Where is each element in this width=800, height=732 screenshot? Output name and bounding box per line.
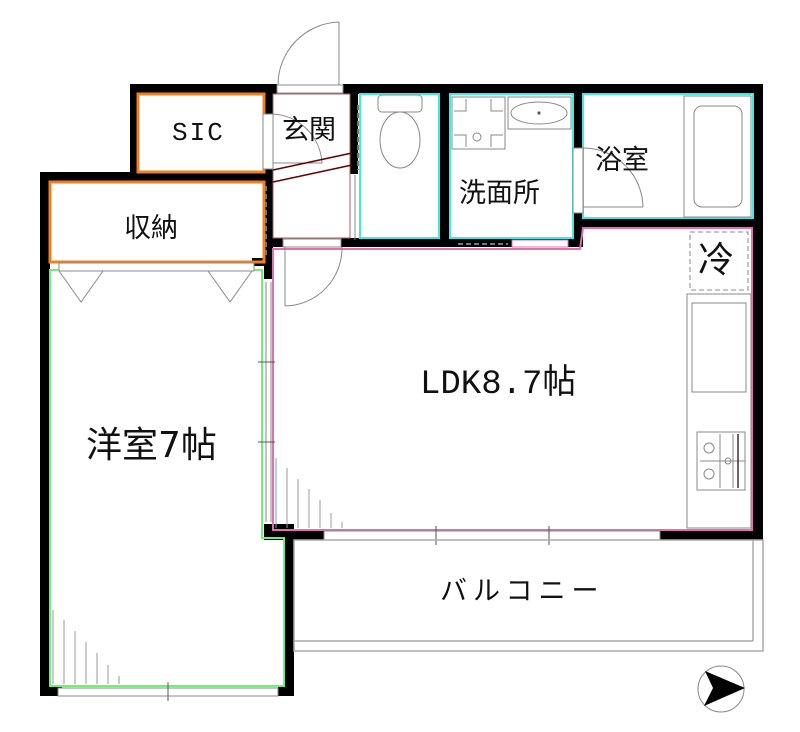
kitchen-counter-icon xyxy=(686,293,752,529)
room-label-shuno: 収納 xyxy=(124,213,178,244)
yoshitsu-border xyxy=(49,269,285,687)
room-label-sic: SIC xyxy=(172,118,225,148)
balcony-outline xyxy=(293,539,764,652)
room-label-senmenjo: 洗面所 xyxy=(459,178,540,209)
shuno-border xyxy=(48,180,266,264)
room-label-genkan: 玄関 xyxy=(282,115,336,146)
room-label-ldk: LDK8.7帖 xyxy=(420,366,577,404)
hatching xyxy=(52,458,343,684)
toilet-bowl-icon xyxy=(379,111,421,169)
room-label-refrigerator: 冷 xyxy=(698,240,735,281)
sink-icon xyxy=(691,302,747,393)
refrigerator-space-icon xyxy=(689,231,749,291)
walls xyxy=(40,84,763,696)
toilet-tank-icon xyxy=(377,94,423,113)
doors xyxy=(57,21,661,701)
bathtub-icon xyxy=(683,95,752,218)
room-label-yokushitsu: 浴室 xyxy=(595,145,649,176)
washbasin-icon xyxy=(507,96,572,130)
north-arrow-icon xyxy=(697,665,745,713)
room-label-yoshitsu: 洋室7帖 xyxy=(86,425,217,466)
fixtures xyxy=(293,94,764,652)
ldk-border xyxy=(272,227,753,531)
room-label-balcony: バルコニー xyxy=(440,576,605,607)
washing-machine-pan-icon xyxy=(451,96,506,150)
toilet-border xyxy=(359,93,440,239)
